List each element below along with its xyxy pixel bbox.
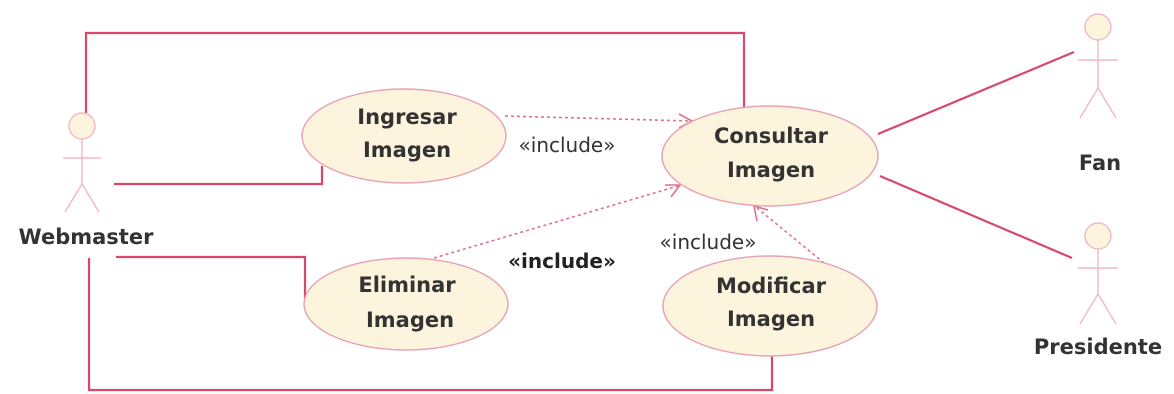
actor-webmaster-head-icon <box>68 112 96 140</box>
association-webmaster-eliminar <box>116 255 307 298</box>
include-label-ingresar: «include» <box>519 133 616 157</box>
include-eliminar-arrowhead <box>665 184 682 198</box>
actor-presidente-head-icon <box>1084 222 1112 250</box>
use-case-eliminar-imagen[interactable]: Eliminar Imagen <box>303 257 509 351</box>
use-case-consultar-line1: Consultar <box>714 124 829 148</box>
association-webmaster-consultar <box>84 31 746 132</box>
association-presidente-consultar <box>879 174 1073 260</box>
actor-webmaster-label: Webmaster <box>19 225 155 249</box>
association-webmaster-ingresar <box>114 166 324 186</box>
actor-fan[interactable]: Fan <box>1078 13 1121 175</box>
actor-fan-label: Fan <box>1079 151 1121 175</box>
include-label-modificar: «include» <box>660 230 757 254</box>
use-case-eliminar-line1: Eliminar <box>358 273 456 297</box>
use-case-ingresar-line2: Imagen <box>363 138 451 162</box>
actor-webmaster[interactable]: Webmaster <box>19 112 155 249</box>
include-modificar-arrowhead <box>752 204 769 222</box>
use-case-modificar-line2: Imagen <box>727 307 815 331</box>
use-case-ingresar-imagen[interactable]: Ingresar Imagen <box>301 88 507 184</box>
use-case-eliminar-line2: Imagen <box>366 308 454 332</box>
use-case-modificar-imagen[interactable]: Modificar Imagen <box>662 255 878 357</box>
actor-fan-head-icon <box>1084 13 1112 41</box>
actor-presidente[interactable]: Presidente <box>1034 222 1162 359</box>
association-webmaster-modificar <box>87 258 774 392</box>
use-case-modificar-line1: Modificar <box>716 274 827 298</box>
use-case-consultar-line2: Imagen <box>727 158 815 182</box>
include-label-eliminar: «include» <box>508 249 616 273</box>
association-fan-consultar <box>877 50 1075 136</box>
actor-presidente-label: Presidente <box>1034 335 1162 359</box>
include-eliminar-consultar <box>433 185 679 259</box>
use-case-consultar-imagen[interactable]: Consultar Imagen <box>661 105 879 207</box>
include-ingresar-consultar <box>504 115 691 122</box>
include-modificar-consultar <box>756 207 825 264</box>
use-case-ingresar-line1: Ingresar <box>357 105 457 129</box>
